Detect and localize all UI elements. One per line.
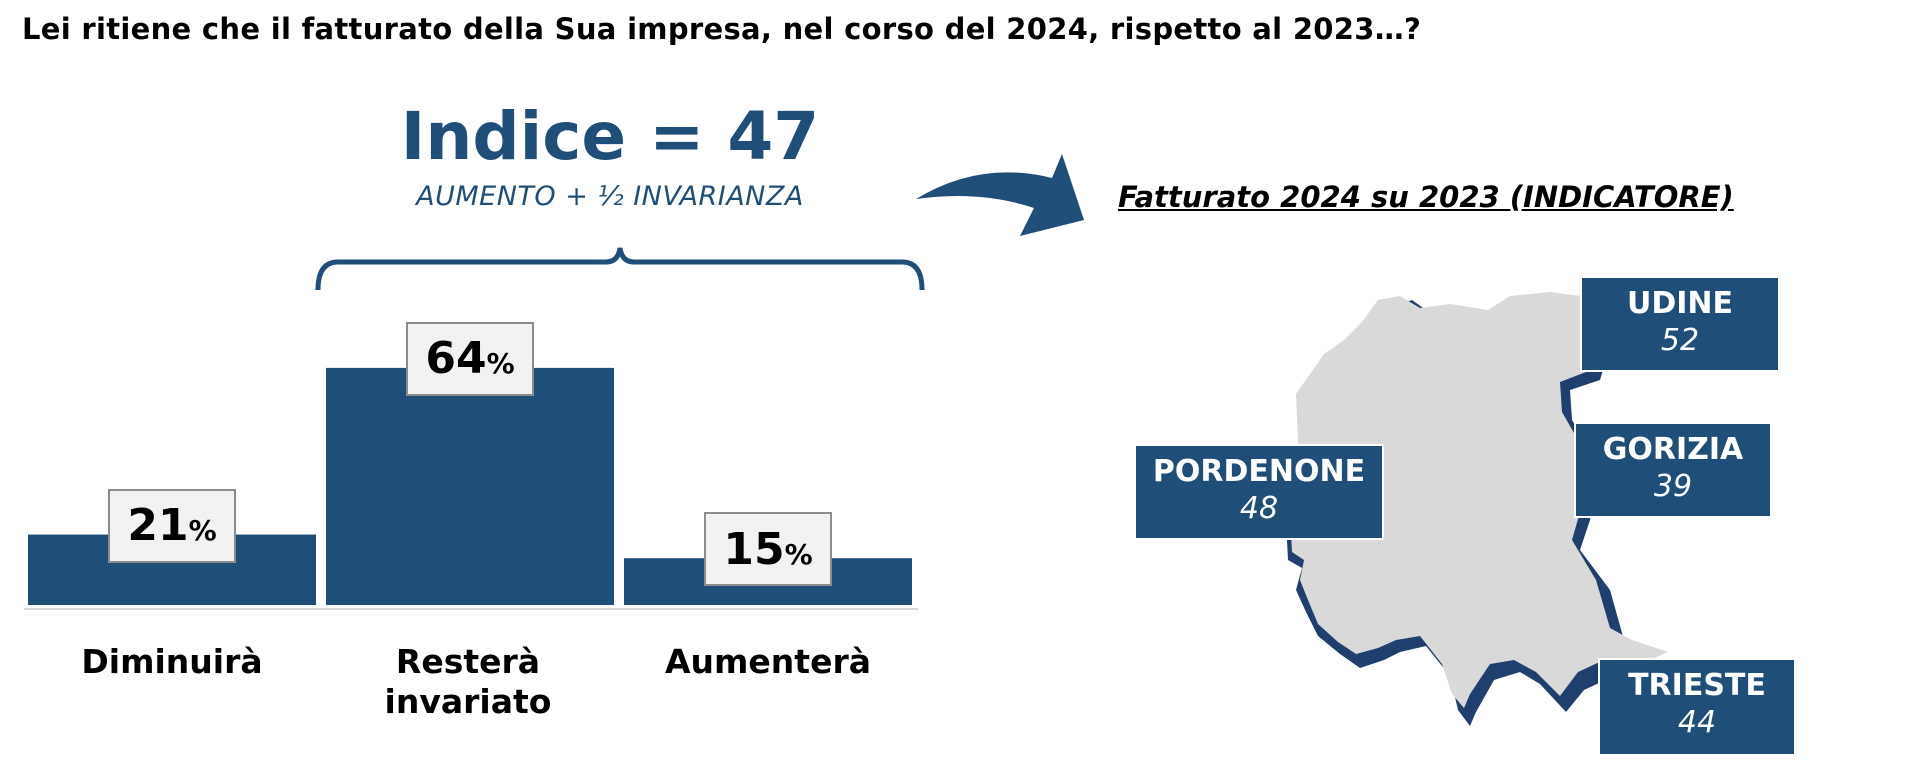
region-name: PORDENONE <box>1152 454 1366 489</box>
region-value: 52 <box>1660 323 1700 358</box>
region-value: 39 <box>1653 469 1693 504</box>
index-title: Indice = 47 <box>400 98 820 175</box>
category-label-aumentera: Aumenterà <box>665 642 871 681</box>
data-label-unit: % <box>188 514 217 548</box>
data-label-value: 21 <box>127 500 189 552</box>
data-label-value: 64 <box>425 333 487 385</box>
region-name: GORIZIA <box>1602 432 1744 467</box>
region-box-udine: UDINE 52 <box>1580 276 1780 372</box>
question-title: Lei ritiene che il fatturato della Sua i… <box>22 12 1422 46</box>
region-value: 48 <box>1239 491 1279 526</box>
index-subtitle: AUMENTO + ½ INVARIANZA <box>416 181 804 212</box>
region-name: UDINE <box>1626 286 1734 321</box>
region-box-pordenone: PORDENONE 48 <box>1134 444 1384 540</box>
index-bracket <box>315 247 925 291</box>
region-map <box>1286 292 1680 726</box>
bar-restera-invariato <box>326 367 614 605</box>
map-land <box>1290 292 1668 708</box>
data-label-diminuira: 21% <box>108 488 236 563</box>
curved-arrow-icon <box>916 154 1084 236</box>
data-label-value: 15 <box>723 523 785 575</box>
region-name: TRIESTE <box>1628 668 1766 703</box>
category-label-diminuira: Diminuirà <box>81 642 263 681</box>
data-label-unit: % <box>784 537 813 571</box>
data-label-unit: % <box>486 347 515 381</box>
data-label-restera-invariato: 64% <box>406 321 534 396</box>
map-title: Fatturato 2024 su 2023 (INDICATORE) <box>1118 180 1734 214</box>
region-box-gorizia: GORIZIA 39 <box>1574 422 1772 518</box>
region-box-trieste: TRIESTE 44 <box>1598 658 1796 756</box>
data-label-aumentera: 15% <box>704 512 832 587</box>
region-value: 44 <box>1677 705 1717 740</box>
category-label-restera-invariato: Resterà invariato <box>384 642 552 721</box>
